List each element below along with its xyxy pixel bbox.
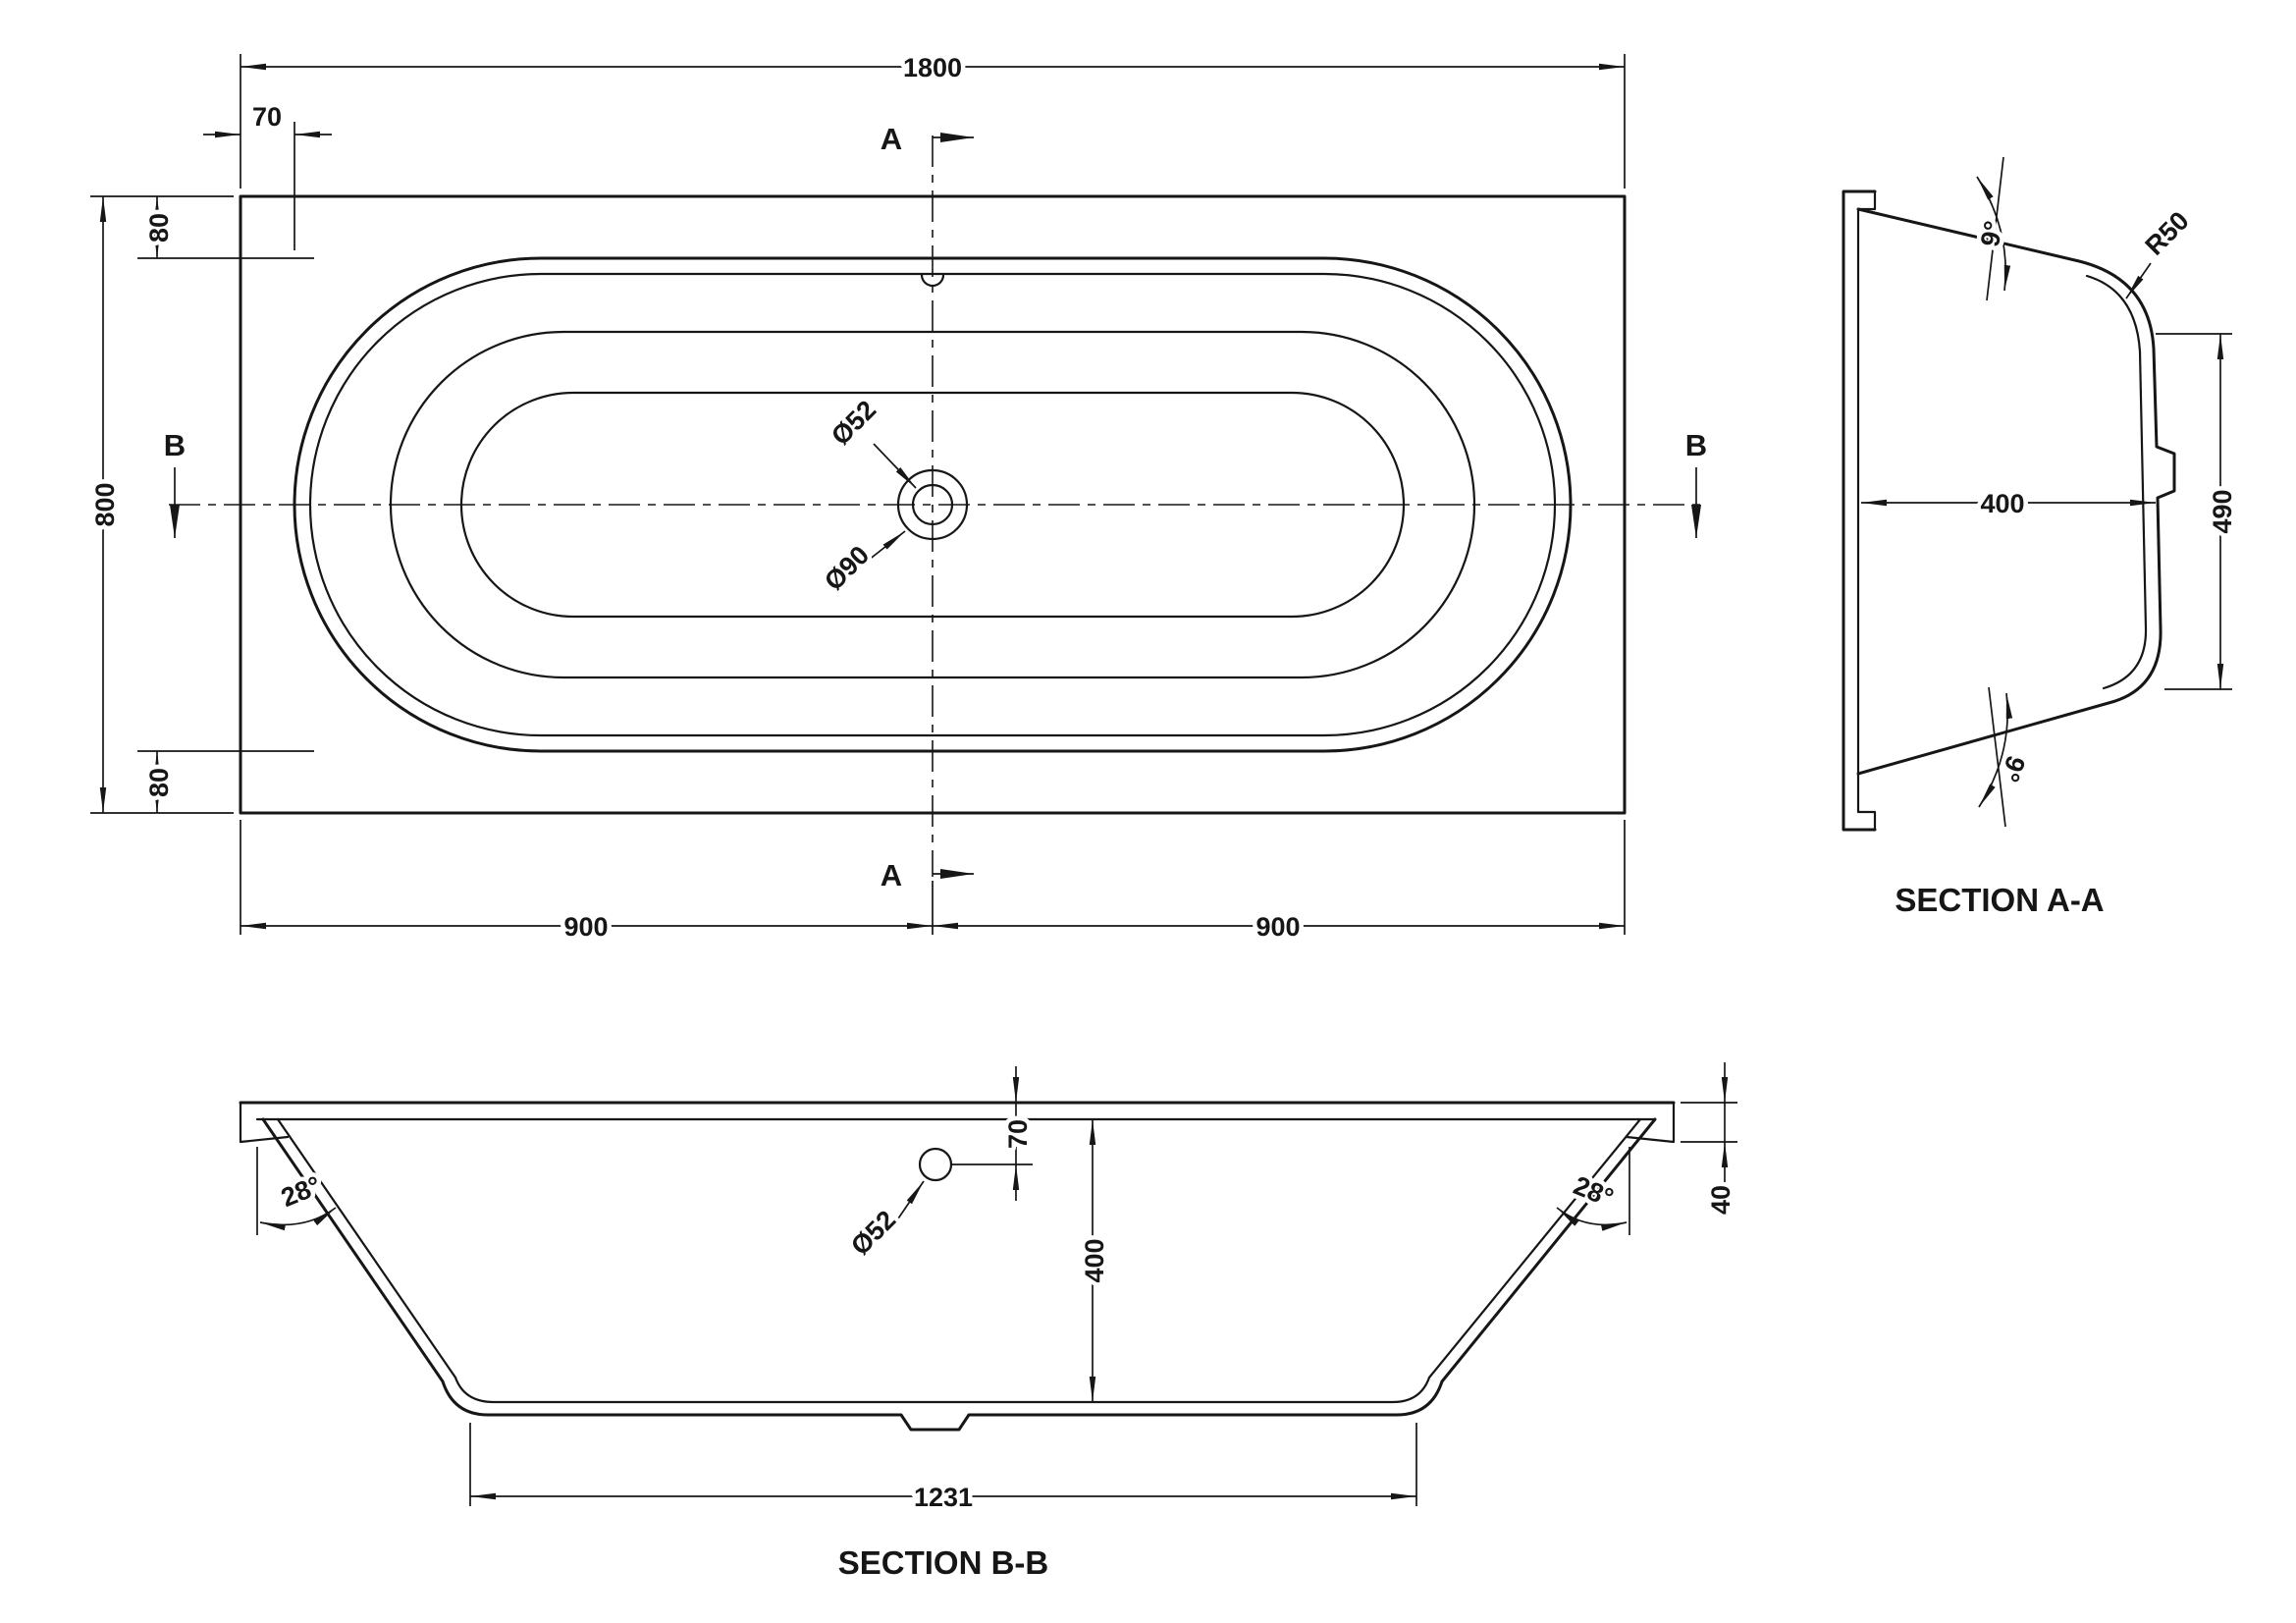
plan-view: A A B B 1800 70 80 800 80 900 900 Ø52 bbox=[86, 49, 1712, 947]
dim-490-label: 490 bbox=[2208, 489, 2237, 533]
drain-section-circle bbox=[918, 1147, 953, 1182]
rim-face-inner bbox=[1856, 189, 1877, 832]
dim-1800-extension-lines bbox=[240, 54, 1626, 189]
dim-1231-label: 1231 bbox=[914, 1483, 973, 1512]
section-aa-title: SECTION A-A bbox=[1895, 882, 2104, 918]
drain-90-label: Ø90 bbox=[819, 540, 875, 596]
dim-900-right-label: 900 bbox=[1255, 912, 1300, 942]
dim-80-bottom-label: 80 bbox=[144, 768, 174, 797]
angle-bottom-arc bbox=[1978, 692, 2013, 808]
dim-40-label: 40 bbox=[1706, 1185, 1735, 1215]
section-aa-view: 9° R50 400 490 9° SECTION A-A bbox=[1842, 156, 2242, 918]
basin-profile-outer bbox=[1856, 207, 2176, 776]
basin-profile-inner bbox=[2085, 274, 2148, 690]
radius-leader bbox=[2125, 262, 2152, 299]
rim-lip-ends bbox=[239, 1101, 1676, 1144]
section-b-label-left: B bbox=[164, 428, 186, 462]
dim-70-bb-label: 70 bbox=[1003, 1119, 1033, 1149]
dim-400-aa-label: 400 bbox=[1980, 489, 2024, 518]
dim-40-extension-lines bbox=[1681, 1102, 1737, 1143]
dim-80-top-label: 80 bbox=[144, 213, 174, 243]
drain-section-leader bbox=[893, 1180, 925, 1225]
drain-90-leader bbox=[867, 530, 906, 562]
rim-face-outer bbox=[1842, 189, 1877, 832]
drain-52-leader bbox=[873, 443, 917, 489]
drain-section-label: Ø52 bbox=[845, 1205, 901, 1261]
section-bb-title: SECTION B-B bbox=[838, 1544, 1049, 1581]
dim-400-bb-label: 400 bbox=[1080, 1238, 1109, 1282]
angle-top-arc bbox=[1976, 176, 2011, 292]
section-bb-view: 28° 28° Ø52 70 400 40 1231 SECTION B-B bbox=[239, 1062, 1740, 1581]
dim-800-label: 800 bbox=[90, 482, 120, 526]
angle-top-label: 9° bbox=[1975, 218, 2009, 249]
section-a-label-top: A bbox=[881, 122, 902, 156]
angle-left-arc bbox=[259, 1207, 337, 1231]
angle-right-label: 28° bbox=[1570, 1170, 1618, 1213]
drain-52-label: Ø52 bbox=[826, 395, 881, 451]
section-b-label-right: B bbox=[1685, 428, 1707, 462]
tub-section-inner-wall bbox=[276, 1117, 1642, 1404]
tub-section-outer-wall bbox=[261, 1117, 1657, 1432]
dim-900-left-label: 900 bbox=[563, 912, 608, 942]
dim-800-extension-lines bbox=[90, 195, 234, 814]
section-a-label-bottom: A bbox=[881, 858, 902, 893]
dim-1800-label: 1800 bbox=[903, 53, 962, 82]
angle-right-arc bbox=[1556, 1207, 1628, 1231]
radius-label: R50 bbox=[2140, 206, 2195, 261]
dim-70-label: 70 bbox=[252, 102, 282, 132]
dim-1231-extension-lines bbox=[469, 1423, 1417, 1506]
